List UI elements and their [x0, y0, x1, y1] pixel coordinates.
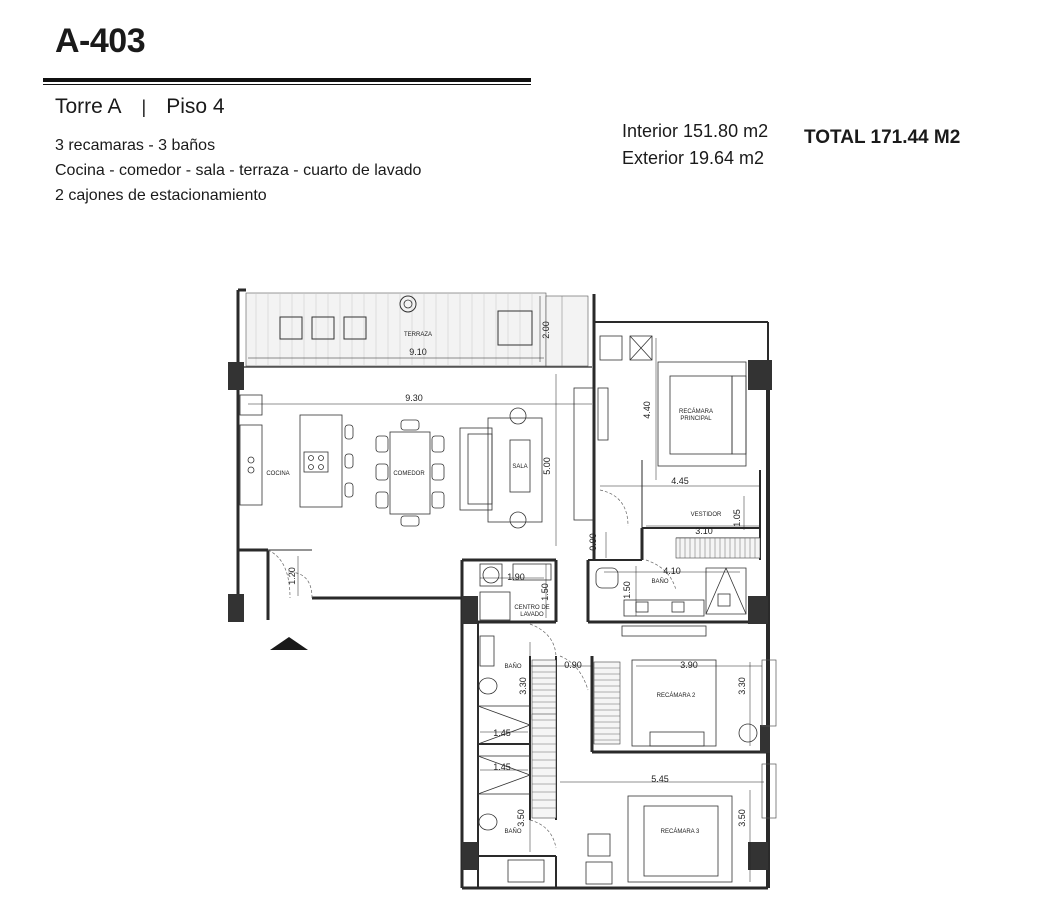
bedroom-2-furniture [621, 625, 758, 747]
total-area: TOTAL 171.44 M2 [804, 127, 961, 148]
dim-bano3-depth: 3.50 [516, 809, 526, 827]
room-label-sala: SALA [512, 464, 527, 470]
dim-recamara2-width: 3.90 [680, 660, 698, 670]
separator: | [141, 97, 147, 117]
dim-entry-depth: 1.20 [287, 567, 297, 585]
dim-pasillo: 0.90 [588, 533, 598, 551]
tower-label: Torre A [55, 95, 122, 118]
closet-hatching [531, 537, 761, 819]
floor-label: Piso 4 [166, 95, 225, 118]
room-label-recamara-principal: RECÁMARA [679, 408, 713, 415]
unit-location: Torre A | Piso 4 [55, 95, 225, 119]
room-label-recamara-principal-2: PRINCIPAL [680, 416, 712, 422]
unit-title: A-403 [55, 22, 146, 60]
dim-lavado-depth: 1.50 [540, 583, 550, 601]
structural-columns [228, 360, 772, 870]
area-breakdown: Interior 151.80 m2 Exterior 19.64 m2 [622, 118, 768, 172]
title-rule-thin [43, 84, 531, 85]
dim-recamara3-width: 5.45 [651, 774, 669, 784]
dim-living-width: 9.30 [405, 393, 423, 403]
walls [236, 288, 770, 890]
title-rule-thick [43, 78, 531, 82]
north-arrow-icon [270, 637, 308, 650]
master-bath-fixtures [595, 567, 747, 617]
dim-lavado-width: 1.90 [507, 572, 525, 582]
master-bed [599, 335, 747, 467]
secondary-bath-fixtures [477, 635, 545, 883]
room-label-comedor: COMEDOR [393, 471, 425, 477]
dimension-lines [248, 296, 764, 882]
dining-table [375, 419, 445, 527]
room-label-terraza: TERRAZA [404, 332, 432, 338]
room-label-recamara-3: RECÁMARA 3 [661, 828, 700, 835]
interior-area: Interior 151.80 m2 [622, 121, 769, 141]
dim-vestidor-depth: 1.05 [732, 509, 742, 527]
dim-bano-principal-width: 4.10 [663, 566, 681, 576]
room-label-vestidor: VESTIDOR [691, 512, 722, 518]
dim-terraza-width: 9.10 [409, 347, 427, 357]
dim-bano-principal-depth: 1.50 [622, 581, 632, 599]
kitchen-fixtures [239, 394, 354, 508]
feature-item: 2 cajones de estacionamiento [55, 187, 267, 204]
dim-principal-width: 4.45 [671, 476, 689, 486]
dim-recamara3-depth: 3.50 [737, 809, 747, 827]
room-label-cocina: COCINA [266, 471, 289, 477]
terrace-area [245, 292, 589, 367]
door-swings [267, 489, 677, 849]
feature-item: 3 recamaras - 3 baños [55, 137, 216, 154]
exterior-area: Exterior 19.64 m2 [622, 148, 765, 168]
dim-shower3-width: 1.45 [493, 762, 511, 772]
features-list: 3 recamaras - 3 baños Cocina - comedor -… [55, 133, 421, 208]
room-label-centro-lavado: CENTRO DE [514, 605, 549, 611]
room-label-bano-2: BAÑO [504, 663, 521, 670]
bedroom-3-furniture [585, 795, 733, 885]
room-label-centro-lavado-2: LAVADO [520, 612, 544, 618]
room-label-bano-principal: BAÑO [651, 578, 668, 585]
dim-principal-depth: 4.40 [642, 401, 652, 419]
laundry-fixtures [479, 563, 552, 621]
living-furniture [459, 387, 609, 529]
dim-recamara2-depth: 3.30 [737, 677, 747, 695]
window-frames [761, 659, 777, 819]
dim-bano2-depth: 3.30 [518, 677, 528, 695]
dim-vestidor-width: 3.10 [695, 526, 713, 536]
room-label-recamara-2: RECÁMARA 2 [657, 692, 696, 699]
dim-hall-width: 0.90 [564, 660, 582, 670]
dim-terraza-depth: 2.00 [541, 321, 551, 339]
feature-item: Cocina - comedor - sala - terraza - cuar… [55, 162, 422, 179]
dim-shower2-width: 1.45 [493, 728, 511, 738]
room-label-bano-3: BAÑO [504, 828, 521, 835]
dim-living-depth: 5.00 [542, 457, 552, 475]
